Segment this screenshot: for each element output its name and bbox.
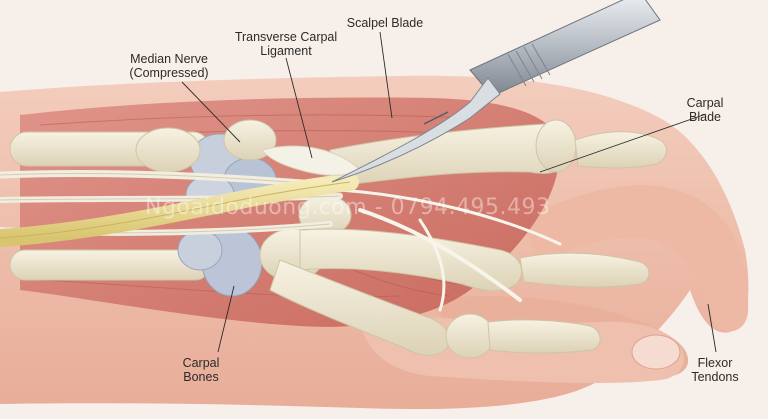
label-scalpel-blade: Scalpel Blade	[346, 16, 424, 30]
phalanx-index	[574, 131, 667, 169]
transverse-ligament	[261, 145, 361, 176]
phalanx-middle	[519, 252, 650, 288]
median-nerve-edge	[0, 181, 351, 239]
finger-index	[520, 185, 749, 332]
leader-lines	[181, 31, 717, 353]
hand-bones	[269, 119, 667, 359]
metacarpal-thumb	[269, 259, 451, 356]
watermark-text: Ngoaidoduong.com - 0794.495.493	[145, 195, 551, 220]
label-median-nerve: Median Nerve (Compressed)	[129, 52, 209, 80]
phalanx-thumb	[487, 319, 601, 354]
label-transverse-carpal-ligament: Transverse Carpal Ligament	[234, 30, 338, 58]
label-carpal-bones: Carpal Bones	[182, 356, 220, 384]
scalpel-blade	[331, 77, 501, 183]
label-flexor-tendons: Flexor Tendons	[691, 356, 739, 384]
scalpel	[331, 0, 661, 183]
thumb-nail	[631, 334, 681, 370]
label-carpal-blade: Carpal Blade	[686, 96, 724, 124]
metacarpal-middle	[299, 228, 522, 292]
